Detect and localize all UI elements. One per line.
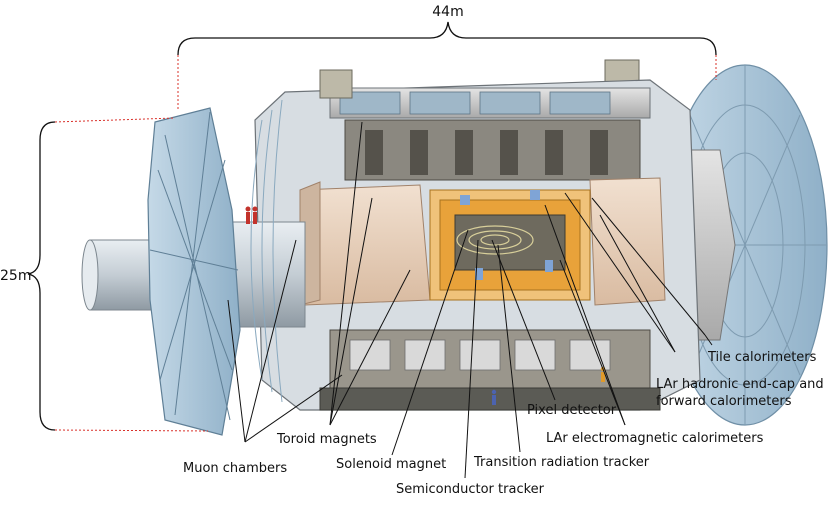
dimension-44m: 44m: [177, 4, 717, 110]
label-toroid-magnets: Toroid magnets: [276, 432, 377, 447]
left-endcap-calorimeter: [299, 181, 431, 306]
label-transition-radiation-tracker: Transition radiation tracker: [473, 455, 650, 470]
people-scale: [245, 206, 606, 405]
length-label: 44m: [432, 4, 463, 20]
label-muon-chambers: Muon chambers: [183, 461, 287, 476]
label-solenoid-magnet: Solenoid magnet: [336, 457, 446, 472]
dimension-25m: 25m: [0, 117, 209, 432]
barrel-muon-rings: [250, 99, 283, 403]
leader-lines: [227, 121, 713, 479]
detector-artwork: [81, 59, 828, 436]
label-semiconductor-tracker: Semiconductor tracker: [396, 482, 545, 497]
label-tile-calorimeters: Tile calorimeters: [707, 350, 817, 365]
central-calorimeters: [429, 189, 591, 301]
label-lar-em-calorimeters: LAr electromagnetic calorimeters: [546, 431, 764, 446]
component-labels: Tile calorimeters LAr hadronic end-cap a…: [183, 350, 824, 497]
height-label: 25m: [0, 268, 31, 284]
left-muon-wheel: [147, 107, 241, 436]
label-pixel-detector: Pixel detector: [527, 403, 617, 418]
label-lar-hadronic-line1: LAr hadronic end-cap and: [656, 377, 824, 392]
label-lar-hadronic-line2: forward calorimeters: [656, 394, 792, 409]
